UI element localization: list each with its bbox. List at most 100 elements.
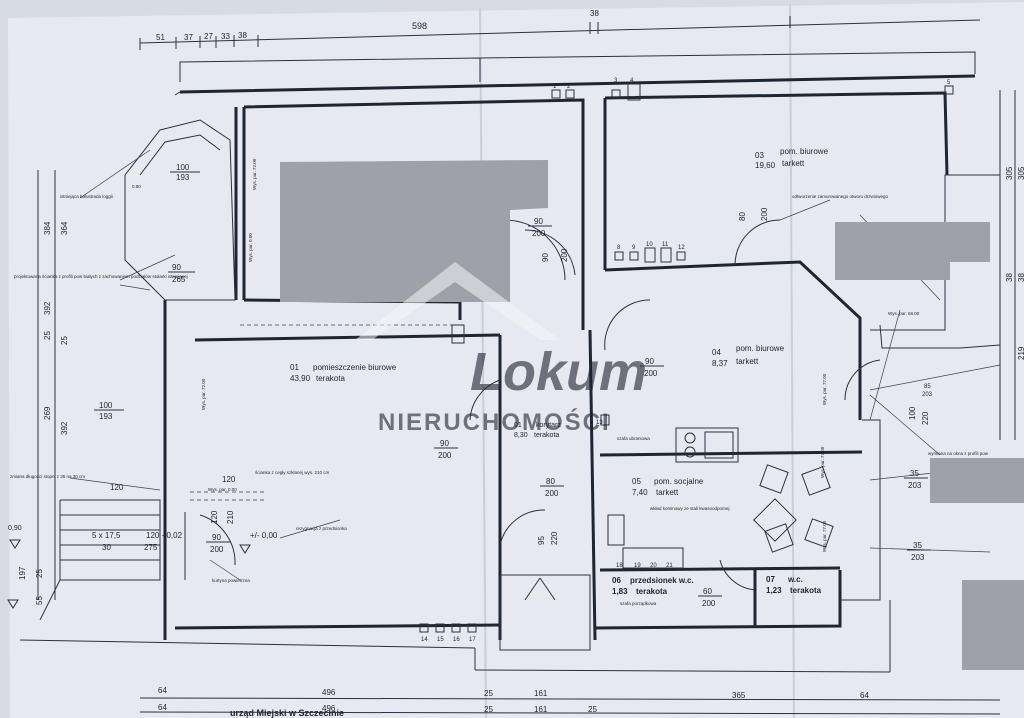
dim-top-33: 33 bbox=[221, 32, 230, 41]
op-90f: 90 bbox=[645, 357, 654, 366]
installation-numbers: 1 2 3 4 5 8 9 10 11 12 13 14 15 16 17 18… bbox=[421, 78, 951, 643]
inst-1: 1 bbox=[553, 84, 557, 90]
op-100a: 100 bbox=[176, 163, 190, 172]
dim-top-27: 27 bbox=[204, 32, 213, 41]
note-sill-68: Wys. par. 68.00 bbox=[888, 311, 920, 316]
dimension-chain-bottom: 64 496 25 161 365 64 64 496 25 161 25 bbox=[139, 686, 1001, 715]
room-07-area: 1,23 bbox=[766, 586, 782, 595]
note-level-002: 120 - 0,02 bbox=[146, 531, 183, 540]
inst-19: 19 bbox=[634, 563, 641, 569]
dim-left-269: 269 bbox=[43, 406, 52, 420]
dim-bottom-25c: 25 bbox=[588, 705, 597, 714]
dim-bottom-496b: 496 bbox=[322, 704, 336, 713]
watermark-subtitle: NIERUCHOMOŚCI bbox=[378, 408, 611, 436]
note-dim-275: 275 bbox=[144, 543, 158, 552]
room-07-num: 07 bbox=[766, 575, 775, 584]
room-01-name: pomieszczenie biurowe bbox=[313, 363, 397, 372]
room-05-num: 05 bbox=[632, 477, 641, 486]
inst-14: 14 bbox=[421, 637, 428, 643]
table-set bbox=[753, 464, 834, 553]
note-vestibule: rezygnacja z przedsionka bbox=[296, 526, 347, 531]
op-90b: 90 bbox=[534, 217, 543, 226]
dim-left-392b: 392 bbox=[60, 421, 69, 435]
op-60: 60 bbox=[703, 587, 712, 596]
op-80b: 80 bbox=[546, 477, 555, 486]
note-air-curtain: kurtyna powietrzna bbox=[212, 578, 250, 583]
dim-bottom-161b: 161 bbox=[534, 705, 548, 714]
op-200h: 200 bbox=[702, 599, 716, 608]
inst-2: 2 bbox=[567, 84, 571, 90]
paper-fold bbox=[789, 3, 795, 718]
op-203b: 203 bbox=[908, 481, 922, 490]
room-05-floor: tarkett bbox=[656, 488, 679, 497]
op-35a: 35 bbox=[910, 469, 919, 478]
note-b080: 0.80 bbox=[132, 184, 141, 189]
room-labels: 01 pomieszczenie biurowe 43,90 terakota … bbox=[290, 147, 829, 596]
level-markers bbox=[7, 539, 251, 609]
op-90d: 90 bbox=[541, 253, 550, 262]
dim-top-51: 51 bbox=[156, 33, 165, 42]
dimension-chain-top: 51 37 27 33 38 598 38 bbox=[139, 9, 981, 50]
note-wardrobe: szafa ubraniowa bbox=[617, 436, 650, 441]
op-210: 210 bbox=[226, 510, 235, 524]
inst-4: 4 bbox=[630, 78, 634, 84]
dim-right-305a: 305 bbox=[1005, 166, 1014, 180]
room-01-area: 43,90 bbox=[290, 374, 311, 383]
inst-12: 12 bbox=[678, 245, 685, 251]
dimension-chain-right: 305 305 38 38 219 220 100 bbox=[908, 90, 1024, 440]
note-sill-77b: Wys. par. 77.00 bbox=[820, 446, 825, 478]
note-order-cabinet: szafa porządkowa bbox=[620, 601, 657, 606]
dim-right-38a: 38 bbox=[1005, 273, 1014, 282]
op-120a: 120 bbox=[210, 510, 219, 524]
dim-bottom-64b: 64 bbox=[860, 691, 869, 700]
dashed-lines bbox=[190, 324, 460, 501]
dim-right-220: 220 bbox=[921, 411, 930, 425]
room-03-name: pom. biurowe bbox=[780, 147, 829, 156]
inst-5: 5 bbox=[947, 80, 951, 86]
inst-11: 11 bbox=[662, 242, 669, 248]
op-200i: 200 bbox=[644, 369, 658, 378]
note-window-change: wymiana na okna z profili pow bbox=[928, 451, 989, 456]
op-80a: 80 bbox=[738, 212, 747, 221]
op-200e: 200 bbox=[545, 489, 559, 498]
room-03-floor: tarkett bbox=[782, 159, 805, 168]
room-06-floor: terakota bbox=[636, 587, 668, 596]
door-swings bbox=[199, 219, 881, 591]
paper-fold bbox=[479, 7, 487, 718]
dim-top-37: 37 bbox=[184, 33, 193, 42]
room-03-area: 19,60 bbox=[755, 161, 776, 170]
op-200d: 200 bbox=[438, 451, 452, 460]
op-200c: 200 bbox=[760, 207, 769, 221]
inst-15: 15 bbox=[437, 637, 444, 643]
room-corridor-num: 01 bbox=[514, 422, 522, 429]
dim-left-384: 384 bbox=[43, 221, 52, 235]
annotations: istniejąca balustrada loggii projektowan… bbox=[8, 158, 989, 718]
room-03-num: 03 bbox=[755, 151, 764, 160]
dim-left-392a: 392 bbox=[43, 301, 52, 315]
note-glass-wall: ścianka z cegły szklanej wys. 210 cm bbox=[255, 470, 330, 475]
room-06-num: 06 bbox=[612, 576, 621, 585]
paper-sheet bbox=[8, 2, 1024, 718]
room-05-name: pom. socjalne bbox=[654, 477, 704, 486]
op-200g: 200 bbox=[210, 545, 224, 554]
inst-9: 9 bbox=[632, 245, 636, 251]
room-01-floor: terakota bbox=[316, 374, 345, 383]
op-90a: 90 bbox=[172, 263, 181, 272]
dim-left-55: 55 bbox=[35, 596, 44, 605]
room-04-floor: tarkett bbox=[736, 357, 759, 366]
dim-left-197: 197 bbox=[18, 566, 27, 580]
note-stairs-formula: 5 x 17,5 bbox=[92, 531, 121, 540]
room-06-name: przedsionek w.c. bbox=[630, 576, 694, 585]
room-05-area: 7,40 bbox=[632, 488, 648, 497]
room-corridor-area: 8,30 bbox=[514, 432, 528, 439]
installation-markers bbox=[419, 83, 954, 633]
op-193b: 193 bbox=[99, 412, 113, 421]
opening-dimensions: 100 193 90 265 90 200 80 200 100 193 90 … bbox=[94, 163, 933, 608]
note-level-side: 0,90 bbox=[8, 525, 22, 532]
dim-left-25c: 25 bbox=[35, 569, 44, 578]
op-200b: 200 bbox=[532, 229, 546, 238]
dim-right-38b: 38 bbox=[1017, 273, 1024, 282]
inst-20: 20 bbox=[650, 563, 657, 569]
op-193a: 193 bbox=[176, 173, 190, 182]
dim-right-100: 100 bbox=[908, 406, 917, 420]
